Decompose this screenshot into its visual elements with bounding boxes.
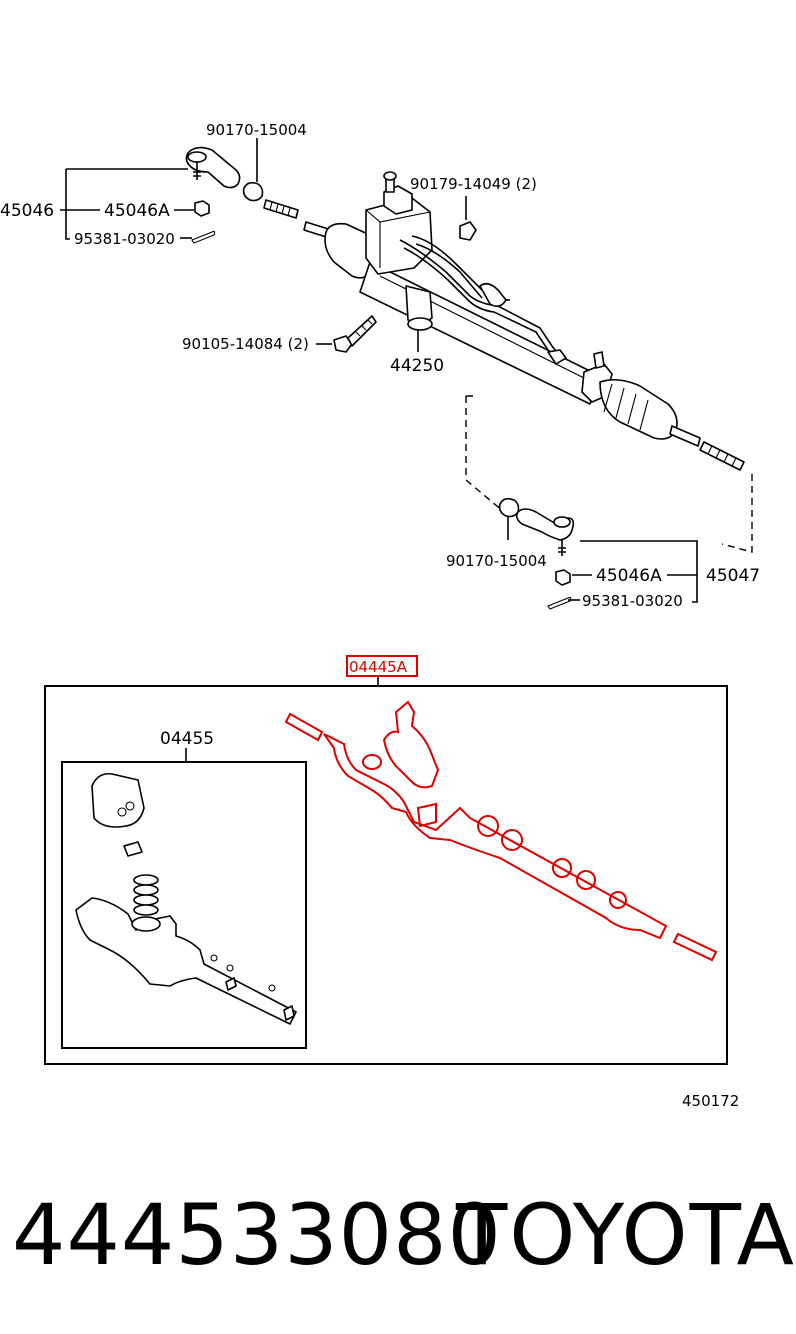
rack-end-nut-right-part [498,497,520,518]
label-rack-end-nut-right: 90170-15004 [446,552,547,570]
rack-and-pinion-assembly [303,171,745,471]
bolt-bottom-part [316,315,377,353]
brand-name: TOYOTA [456,1186,796,1284]
label-nut-right: 45046A [596,566,662,586]
label-bolt-bottom: 90105-14084 (2) [182,335,309,353]
tie-rod-end-left-part [185,146,241,189]
label-gear-assembly: 44250 [390,356,444,376]
part-number: 444533080 [12,1186,502,1284]
cotter-pin-left-part [191,230,216,244]
steering-gear-exploded-diagram: 90170-15004 45046 45046A 95381-03020 901… [0,121,760,1110]
tie-rod-end-right-part [515,508,575,556]
cotter-pin-right-part [547,596,572,610]
label-rack-end-nut-left: 90170-15004 [206,121,307,139]
nut-right-part [555,569,571,586]
label-housing-sub-assembly: 04445A [349,658,408,676]
highlight-box [346,655,418,677]
label-nut-left: 45046A [104,201,170,221]
bolt-top-part [459,196,477,241]
left-tie-rod-end-group [60,138,299,244]
label-figure-number: 450172 [682,1092,739,1110]
threaded-rod-left-part [263,199,299,219]
housing-sub-assembly-frame [44,655,728,1065]
label-tie-rod-end-right: 45047 [706,566,760,586]
rack-end-nut-left-part [242,138,264,202]
label-cotter-pin-right: 95381-03020 [582,592,683,610]
gasket-kit-frame [61,748,307,1049]
right-tie-rod-end-group [498,497,698,610]
label-tie-rod-end-left: 45046 [0,201,54,221]
dashed-outline [465,395,753,553]
nut-left-part [194,200,210,217]
spring-part [133,874,159,916]
housing-red-outline [284,700,718,962]
label-gasket-kit: 04455 [160,729,214,749]
label-bolt-top: 90179-14049 (2) [410,175,537,193]
label-cotter-pin-left: 95381-03020 [74,230,175,248]
